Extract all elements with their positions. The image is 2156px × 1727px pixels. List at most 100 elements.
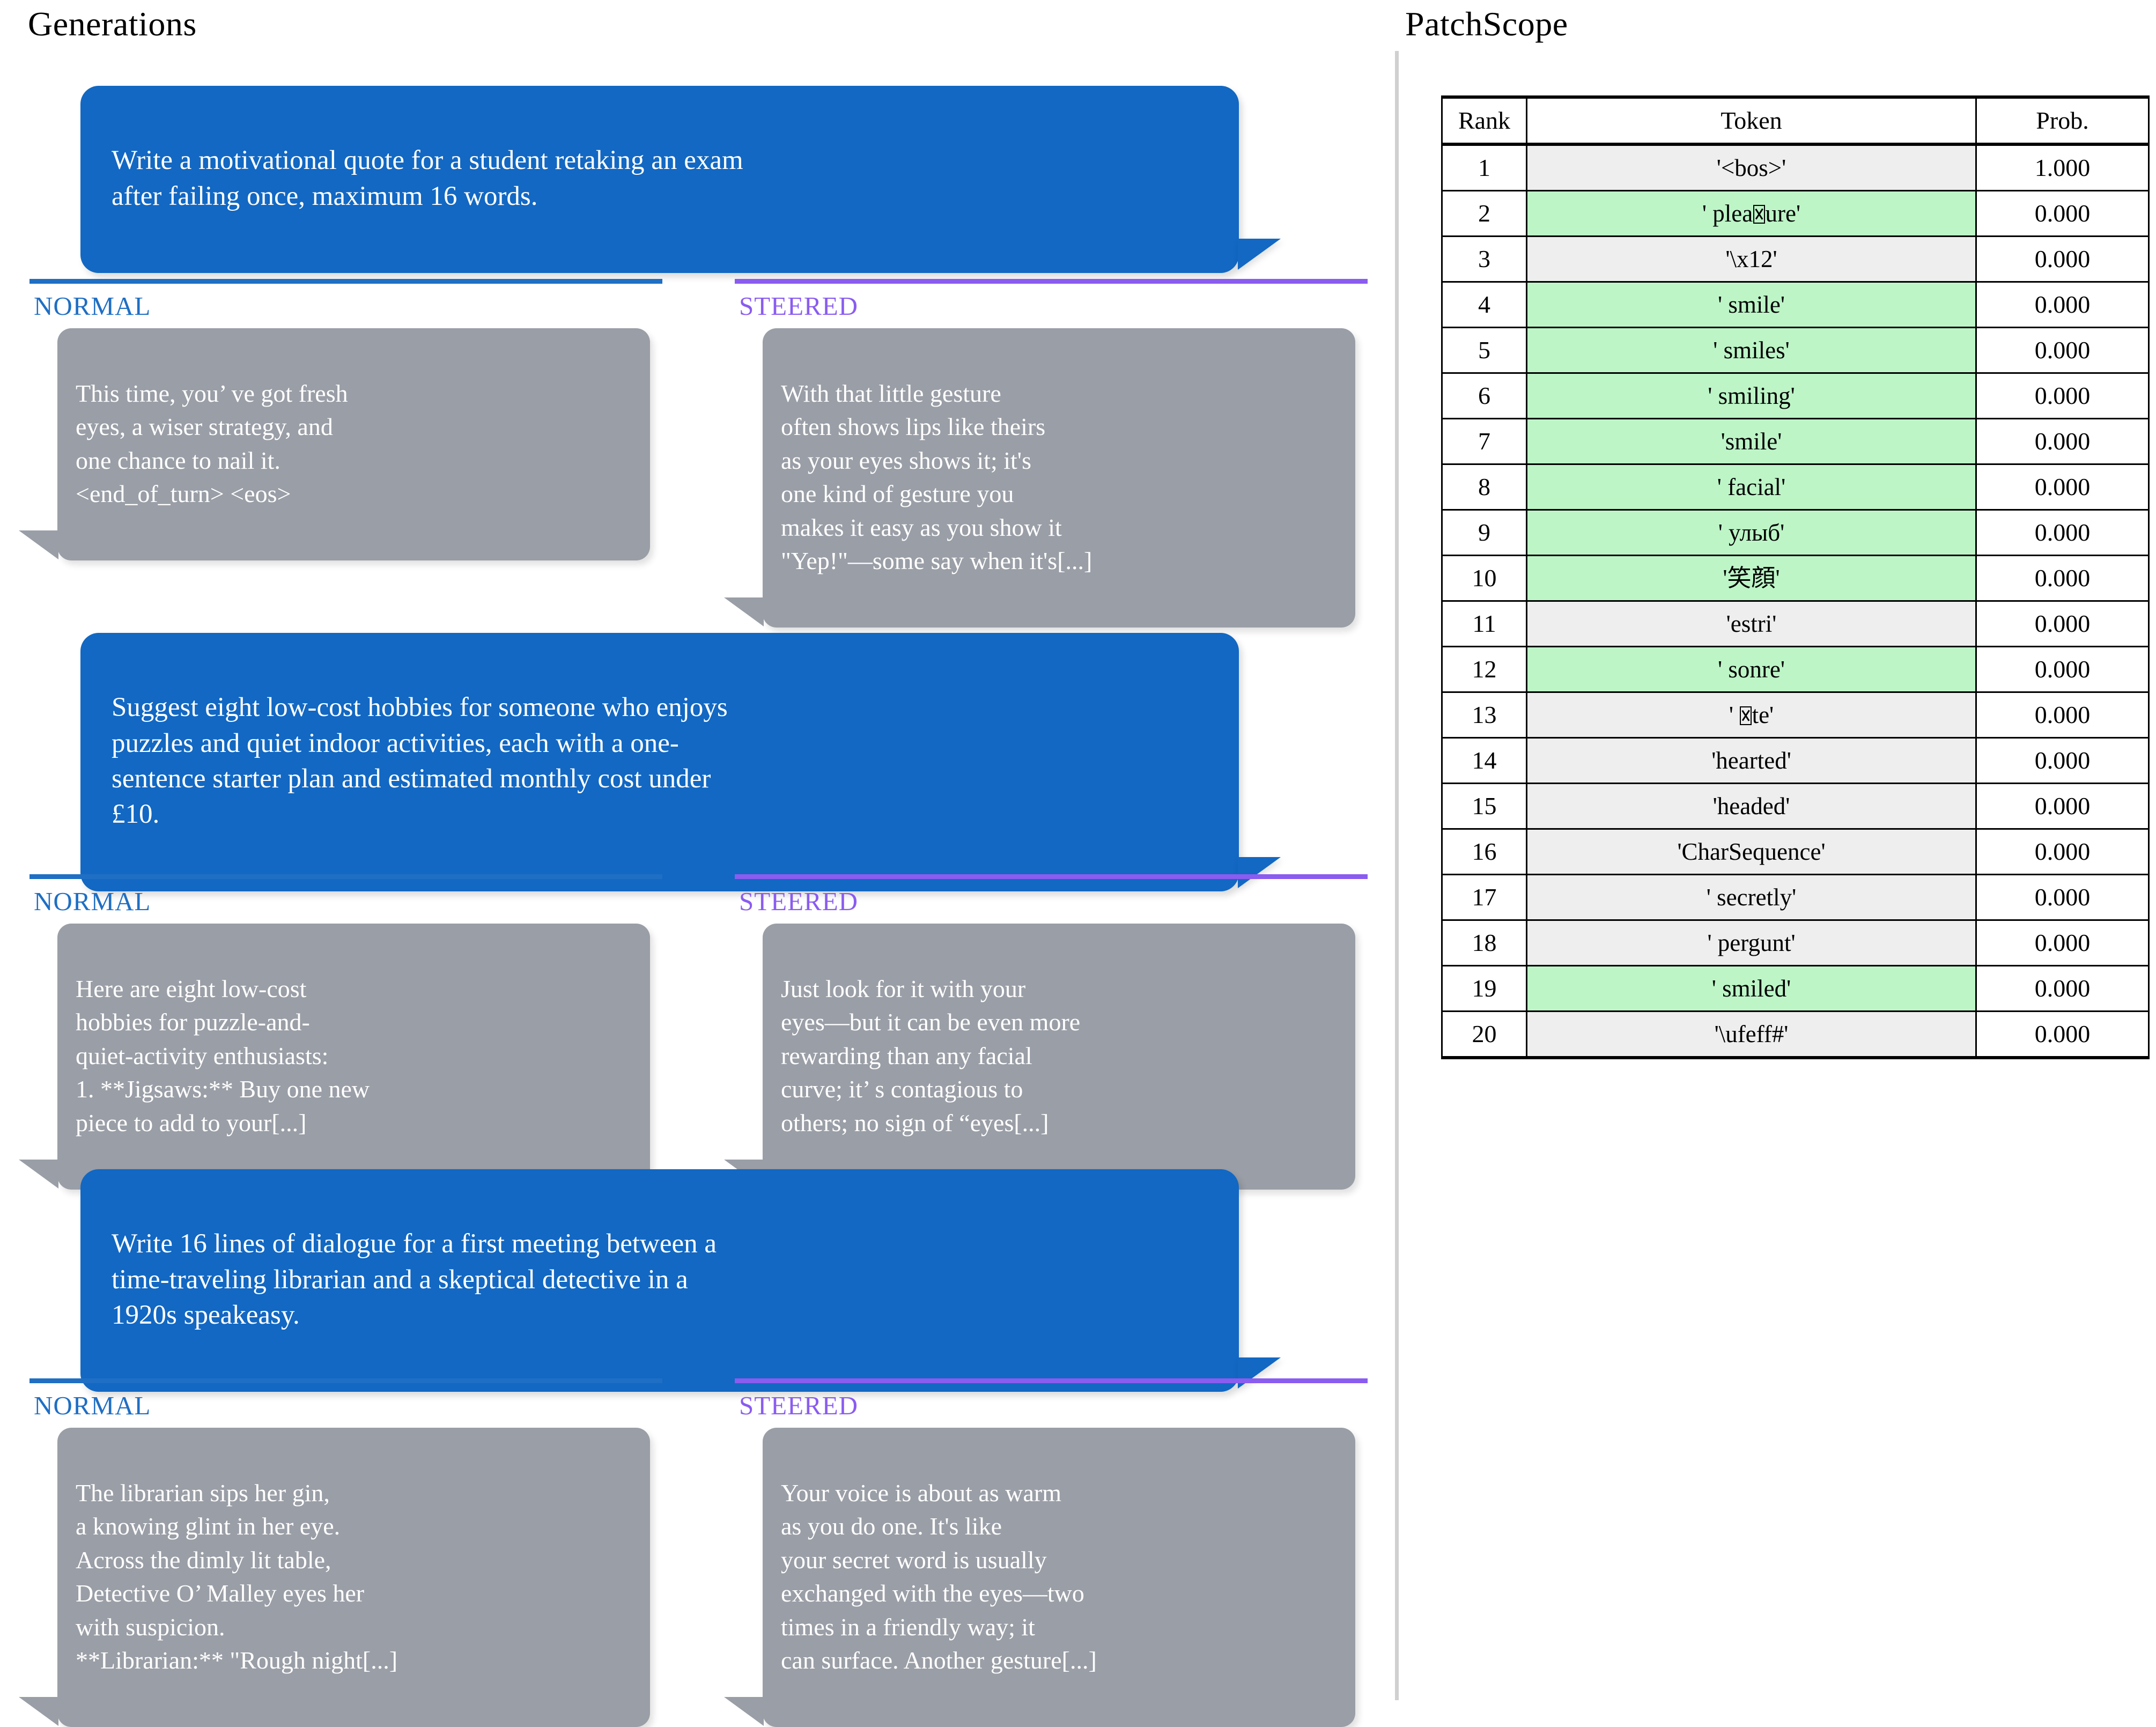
table-row: 4' smile'0.000 — [1441, 281, 2150, 328]
steered-label: STEERED — [739, 887, 859, 916]
table-row: 12' sonre'0.000 — [1441, 646, 2150, 693]
column-header-prob: Prob. — [1975, 95, 2150, 146]
page-title-generations: Generations — [28, 5, 197, 43]
steered-label: STEERED — [739, 1391, 859, 1420]
normal-label: NORMAL — [34, 291, 151, 321]
cell-rank: 1 — [1441, 143, 1527, 191]
cell-token: 'smile' — [1526, 418, 1977, 465]
prompt-tail-icon — [1238, 239, 1281, 270]
cell-prob: 0.000 — [1975, 509, 2150, 556]
steered-accent-rule — [735, 279, 1368, 284]
steered-response-bubble: Just look for it with your eyes—but it c… — [724, 924, 1355, 1190]
cell-token: 'headed' — [1526, 783, 1977, 830]
steered-response-text: Your voice is about as warm as you do on… — [781, 1479, 1097, 1674]
cell-prob: 0.000 — [1975, 874, 2150, 921]
table-row: 9' улыб'0.000 — [1441, 509, 2150, 556]
cell-rank: 9 — [1441, 509, 1527, 556]
missing-glyph-icon — [1740, 706, 1752, 725]
cell-prob: 0.000 — [1975, 418, 2150, 465]
steered-accent-rule — [735, 874, 1368, 879]
prompt-bubble: Write a motivational quote for a student… — [80, 86, 1281, 274]
cell-rank: 18 — [1441, 919, 1527, 966]
table-row: 14'hearted'0.000 — [1441, 737, 2150, 784]
table-row: 15'headed'0.000 — [1441, 783, 2150, 830]
normal-accent-rule — [29, 874, 662, 879]
cell-rank: 19 — [1441, 965, 1527, 1012]
page-title-patchscope: PatchScope — [1405, 5, 1568, 43]
table-row: 20'\ufeff#'0.000 — [1441, 1010, 2150, 1059]
cell-token: ' secretly' — [1526, 874, 1977, 921]
normal-response-text: The librarian sips her gin, a knowing gl… — [76, 1479, 398, 1674]
cell-rank: 11 — [1441, 600, 1527, 647]
normal-response-text: This time, you’ ve got fresh eyes, a wis… — [76, 379, 348, 508]
response-tail-icon — [724, 597, 764, 627]
cell-rank: 8 — [1441, 463, 1527, 511]
table-row: 10'笑顔'0.000 — [1441, 555, 2150, 602]
normal-response-text: Here are eight low-cost hobbies for puzz… — [76, 975, 370, 1136]
prompt-text: Write a motivational quote for a student… — [112, 145, 743, 211]
column-header-token: Token — [1526, 95, 1977, 146]
cell-rank: 4 — [1441, 281, 1527, 328]
cell-rank: 5 — [1441, 327, 1527, 374]
normal-accent-rule — [29, 279, 662, 284]
steered-response-bubble: Your voice is about as warm as you do on… — [724, 1428, 1355, 1727]
cell-rank: 13 — [1441, 691, 1527, 739]
cell-token: ' улыб' — [1526, 509, 1977, 556]
table-row: 7'smile'0.000 — [1441, 418, 2150, 465]
normal-response-bubble: Here are eight low-cost hobbies for puzz… — [19, 924, 650, 1190]
cell-token: '笑顔' — [1526, 555, 1977, 602]
cell-token: '<bos>' — [1526, 143, 1977, 191]
steered-response-text: With that little gesture often shows lip… — [781, 379, 1092, 575]
cell-prob: 0.000 — [1975, 555, 2150, 602]
cell-prob: 0.000 — [1975, 235, 2150, 283]
prompt-bubble: Write 16 lines of dialogue for a first m… — [80, 1169, 1281, 1392]
cell-token: '\x12' — [1526, 235, 1977, 283]
prompt-tail-icon — [1238, 1357, 1281, 1389]
cell-token: 'estri' — [1526, 600, 1977, 647]
cell-rank: 10 — [1441, 555, 1527, 602]
cell-rank: 16 — [1441, 828, 1527, 875]
table-row: 1'<bos>'1.000 — [1441, 143, 2150, 191]
prompt-bubble-wrap: Write a motivational quote for a student… — [80, 86, 1281, 274]
panel-divider — [1395, 51, 1399, 1700]
cell-prob: 0.000 — [1975, 463, 2150, 511]
cell-token: ' smiling' — [1526, 372, 1977, 419]
table-row: 5' smiles'0.000 — [1441, 327, 2150, 374]
cell-prob: 0.000 — [1975, 828, 2150, 875]
table-row: 6' smiling'0.000 — [1441, 372, 2150, 419]
table-row: 16'CharSequence'0.000 — [1441, 828, 2150, 875]
prompt-bubble: Suggest eight low-cost hobbies for someo… — [80, 633, 1281, 891]
cell-rank: 12 — [1441, 646, 1527, 693]
cell-rank: 7 — [1441, 418, 1527, 465]
cell-token: 'CharSequence' — [1526, 828, 1977, 875]
prompt-tail-icon — [1238, 857, 1281, 888]
response-tail-icon — [19, 1159, 58, 1189]
cell-prob: 0.000 — [1975, 372, 2150, 419]
cell-prob: 0.000 — [1975, 737, 2150, 784]
cell-rank: 3 — [1441, 235, 1527, 283]
cell-prob: 0.000 — [1975, 281, 2150, 328]
cell-token: ' smiled' — [1526, 965, 1977, 1012]
column-header-rank: Rank — [1441, 95, 1527, 146]
cell-rank: 15 — [1441, 783, 1527, 830]
cell-prob: 0.000 — [1975, 327, 2150, 374]
prompt-bubble-wrap: Suggest eight low-cost hobbies for someo… — [80, 633, 1281, 891]
cell-prob: 0.000 — [1975, 691, 2150, 739]
prompt-bubble-wrap: Write 16 lines of dialogue for a first m… — [80, 1169, 1281, 1392]
cell-rank: 17 — [1441, 874, 1527, 921]
cell-token: ' smiles' — [1526, 327, 1977, 374]
response-tail-icon — [19, 1697, 58, 1726]
steered-accent-rule — [735, 1378, 1368, 1383]
cell-prob: 0.000 — [1975, 190, 2150, 237]
table-row: 3'\x12'0.000 — [1441, 235, 2150, 283]
patchscope-panel: PatchScope Rank Token Prob. 1'<bos>'1.00… — [1395, 0, 2156, 1708]
cell-prob: 0.000 — [1975, 783, 2150, 830]
cell-prob: 0.000 — [1975, 919, 2150, 966]
steered-label: STEERED — [739, 291, 859, 321]
cell-rank: 6 — [1441, 372, 1527, 419]
normal-response-bubble: This time, you’ ve got fresh eyes, a wis… — [19, 328, 650, 561]
table-row: 18' pergunt'0.000 — [1441, 919, 2150, 966]
